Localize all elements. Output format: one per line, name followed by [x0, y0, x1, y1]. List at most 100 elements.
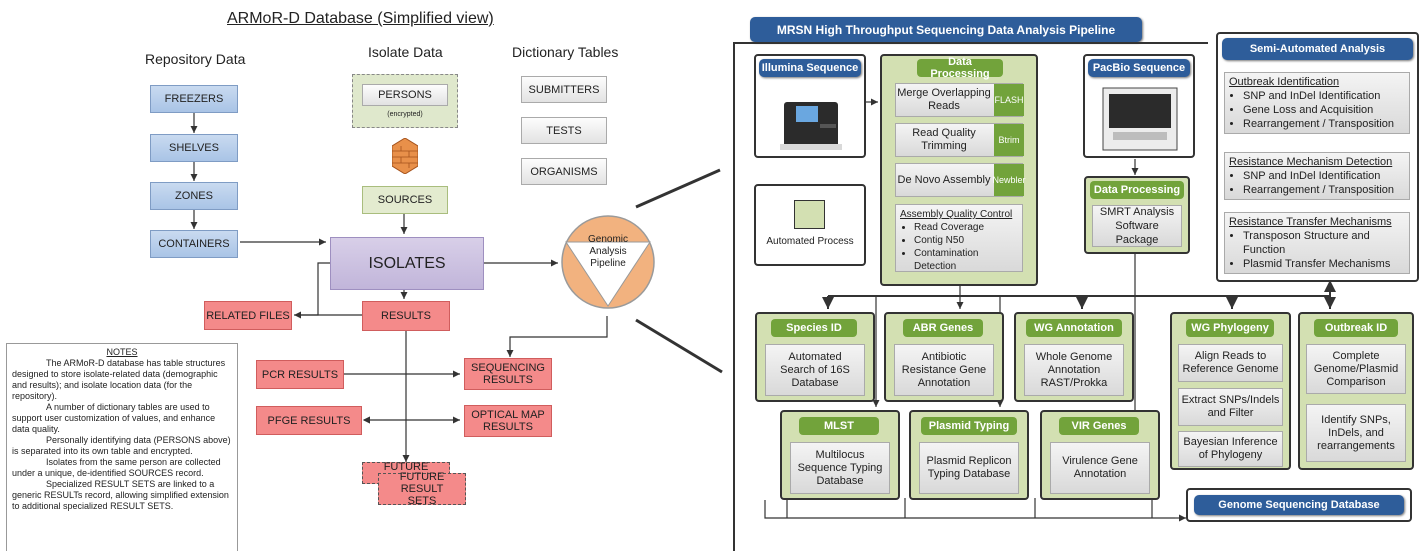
abr-line-1: Antibiotic: [921, 350, 967, 363]
vir-genes-label: VIR Genes: [1059, 417, 1139, 435]
firewall-icon: [391, 137, 419, 175]
ph1-line-2: Reference Genome: [1182, 363, 1279, 375]
oi-item-2: Gene Loss and Acquisition: [1243, 103, 1405, 117]
sequencing-results-table: SEQUENCING RESULTS: [464, 358, 552, 390]
data-processing-2-label: Data Processing: [1090, 181, 1184, 199]
vir-line-1: Virulence Gene: [1062, 455, 1138, 467]
sequencer-image-icon: [776, 84, 846, 152]
mlst-line-1: Multilocus: [815, 448, 865, 461]
data-processing-2-panel: Data Processing SMRT Analysis Software P…: [1084, 176, 1190, 254]
plasmid-typing-label: Plasmid Typing: [921, 417, 1017, 435]
genome-db-frame: Genome Sequencing Database: [1186, 488, 1412, 522]
smrt-line-1: SMRT Analysis: [1099, 206, 1175, 218]
resistance-detection-box: Resistance Mechanism Detection SNP and I…: [1224, 152, 1410, 200]
future-sets-line-2: SETS: [407, 495, 437, 507]
ob2-line-3: rearrangements: [1317, 439, 1395, 452]
wga-line-3: RAST/Prokka: [1040, 376, 1108, 389]
ph3-line-1: Bayesian Inference: [1183, 436, 1278, 448]
pipeline-line-2: Analysis: [589, 246, 627, 257]
species-line-3: Database: [791, 376, 839, 389]
pt-line-2: Typing Database: [927, 468, 1011, 480]
species-id-label: Species ID: [771, 319, 857, 337]
semi-automated-panel: Semi-Automated Analysis Outbreak Identif…: [1216, 32, 1419, 282]
mlst-line-3: Database: [816, 474, 864, 487]
optical-line-1: OPTICAL MAP: [471, 409, 545, 421]
sequencing-line-1: SEQUENCING: [471, 362, 545, 374]
merge-reads-step: Merge Overlapping Reads FLASH: [895, 83, 1024, 117]
wg-annotation-label: WG Annotation: [1026, 319, 1122, 337]
wg-phylogeny-panel: WG Phylogeny Align Reads to Reference Ge…: [1170, 312, 1291, 470]
assembly-qc-box: Assembly Quality Control Read Coverage C…: [895, 204, 1023, 272]
illumina-panel: Illumina Sequence: [754, 54, 866, 158]
extract-snps-step: Extract SNPs/Indels and Filter: [1178, 388, 1283, 426]
pacbio-panel: PacBio Sequence: [1083, 54, 1195, 158]
repository-data-header: Repository Data: [145, 51, 246, 67]
semi-automated-label: Semi-Automated Analysis: [1222, 38, 1413, 60]
pipeline-line-3: Pipeline: [590, 258, 626, 269]
ph3-line-2: of Phylogeny: [1198, 449, 1263, 461]
pt-line-1: Plasmid Replicon: [926, 455, 1012, 467]
flash-tool-tag: FLASH: [994, 84, 1024, 116]
de-novo-assembly-step: De Novo Assembly Newbler: [895, 163, 1026, 197]
genomic-analysis-pipeline: Genomic Analysis Pipeline: [560, 214, 656, 310]
resistance-transfer-title: Resistance Transfer Mechanisms: [1229, 216, 1392, 228]
related-files-table: RELATED FILES: [204, 301, 292, 330]
abr-line-2: Resistance Gene: [901, 363, 987, 376]
oi-item-3: Rearrangement / Transposition: [1243, 117, 1405, 131]
illumina-label: Illumina Sequence: [759, 59, 861, 77]
pfge-results-table: PFGE RESULTS: [256, 406, 362, 435]
note-4: Isolates from the same person are collec…: [12, 457, 221, 478]
mlst-body: Multilocus Sequence Typing Database: [790, 442, 890, 494]
trim-line-2: Trimming: [921, 140, 967, 152]
containers-table: CONTAINERS: [150, 230, 238, 258]
abr-genes-panel: ABR Genes Antibiotic Resistance Gene Ann…: [884, 312, 1004, 402]
smrt-line-2: Software Package: [1115, 220, 1159, 246]
rd-item-1: SNP and InDel Identification: [1243, 169, 1405, 183]
species-id-body: Automated Search of 16S Database: [765, 344, 865, 396]
wga-line-2: Annotation: [1047, 363, 1101, 376]
wg-phylogeny-label: WG Phylogeny: [1186, 319, 1274, 337]
smrt-analysis-box: SMRT Analysis Software Package: [1092, 205, 1182, 247]
aqc-item-1: Read Coverage: [914, 221, 1018, 234]
read-trimming-step: Read Quality Trimming Btrim: [895, 123, 1024, 157]
wga-line-1: Whole Genome: [1035, 350, 1113, 363]
btrim-tool-tag: Btrim: [994, 124, 1024, 156]
species-line-1: Automated: [788, 350, 842, 363]
plasmid-typing-body: Plasmid Replicon Typing Database: [919, 442, 1019, 494]
encrypted-note: (encrypted): [387, 111, 423, 118]
isolates-table: ISOLATES: [330, 237, 484, 290]
outbreak-id-label: Outbreak ID: [1314, 319, 1398, 337]
tests-table: TESTS: [521, 117, 607, 144]
ob1-line-1: Complete: [1332, 349, 1380, 362]
ph2-line-2: and Filter: [1207, 407, 1254, 419]
mlst-panel: MLST Multilocus Sequence Typing Database: [780, 410, 900, 500]
ph1-line-1: Align Reads to: [1194, 350, 1267, 362]
pipeline-line-1: Genomic: [587, 234, 628, 245]
legend-label: Automated Process: [766, 236, 854, 247]
zones-table: ZONES: [150, 182, 238, 210]
bayesian-inference-step: Bayesian Inference of Phylogeny: [1178, 431, 1283, 467]
merge-line-1: Merge Overlapping: [897, 87, 991, 99]
ph2-line-1: Extract SNPs/Indels: [1181, 394, 1280, 406]
oi-item-1: SNP and InDel Identification: [1243, 89, 1405, 103]
mlst-line-2: Sequence Typing: [797, 461, 883, 474]
trim-line-1: Read Quality: [912, 127, 976, 139]
legend-box: Automated Process: [754, 184, 866, 266]
assembly-qc-title: Assembly Quality Control: [900, 209, 1013, 220]
organisms-table: ORGANISMS: [521, 158, 607, 185]
outbreak-id-panel: Outbreak ID Complete Genome/Plasmid Comp…: [1298, 312, 1414, 470]
vir-genes-panel: VIR Genes Virulence Gene Annotation: [1040, 410, 1160, 500]
outbreak-identification-box: Outbreak Identification SNP and InDel Id…: [1224, 72, 1410, 134]
left-title: ARMoR-D Database (Simplified view): [227, 10, 494, 27]
genome-db-label: Genome Sequencing Database: [1194, 495, 1404, 515]
pipeline-title: MRSN High Throughput Sequencing Data Ana…: [750, 17, 1142, 42]
abr-genes-body: Antibiotic Resistance Gene Annotation: [894, 344, 994, 396]
align-reads-step: Align Reads to Reference Genome: [1178, 344, 1283, 382]
dictionary-tables-header: Dictionary Tables: [512, 44, 619, 60]
rt-item-1: Transposon Structure and Function: [1243, 229, 1405, 257]
merge-line-2: Reads: [928, 100, 960, 112]
vir-genes-body: Virulence Gene Annotation: [1050, 442, 1150, 494]
sequencing-line-2: RESULTS: [483, 374, 533, 386]
aqc-item-2: Contig N50: [914, 234, 1018, 247]
